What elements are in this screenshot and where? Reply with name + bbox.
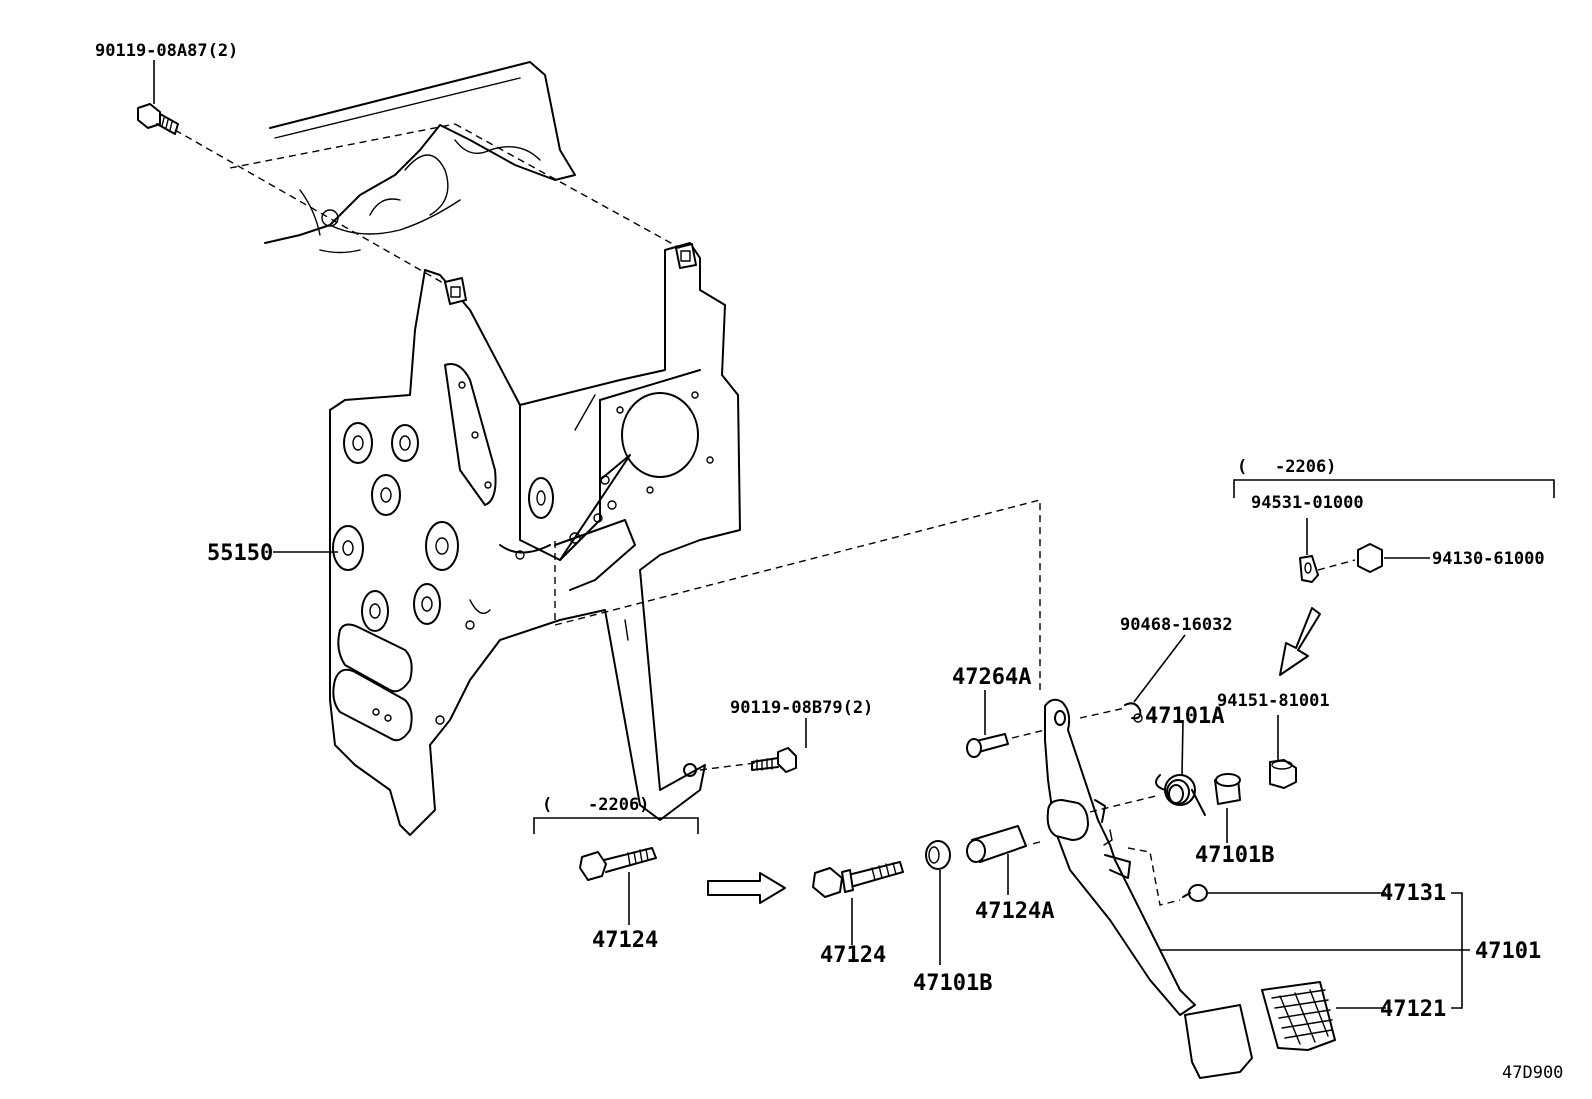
nut-94151-81001: [1269, 759, 1297, 789]
label-bolt-mid: 90119-08B79(2): [730, 698, 873, 718]
label-47101B-mid: 47101B: [913, 971, 992, 996]
nut-94130-61000: [1357, 543, 1383, 573]
label-47101B-right: 47101B: [1195, 843, 1274, 868]
label-94130: 94130-61000: [1432, 549, 1545, 569]
bracket-right-range: [1233, 479, 1555, 498]
label-47101A: 47101A: [1145, 704, 1224, 729]
change-arrow-down: [1279, 607, 1321, 676]
label-range-right: -2206): [1275, 457, 1336, 477]
assembly-lines-upper: [174, 123, 1041, 771]
bushing-47101B-mid: [925, 840, 951, 870]
label-55150: 55150: [207, 541, 273, 566]
bolt-90119-08A87: [137, 103, 179, 135]
bracket-55150: [329, 242, 741, 836]
collar-47124A: [966, 825, 1027, 863]
label-range-left: -2206): [588, 795, 649, 815]
leader-lines: [153, 60, 1470, 1009]
label-47131: 47131: [1380, 881, 1446, 906]
label-range-right-open: (: [1237, 457, 1247, 477]
bushing-47101B-right: [1214, 773, 1241, 805]
pin-47264A: [966, 733, 1009, 758]
washer-94531-01000: [1299, 555, 1319, 583]
plate-holes: [332, 422, 459, 742]
bracket-left-range: [533, 817, 699, 834]
change-arrow-right: [707, 872, 786, 904]
bolt-47124-mid: [812, 861, 904, 898]
label-47124-left: 47124: [592, 928, 658, 953]
label-94531: 94531-01000: [1251, 493, 1364, 513]
stopper-47131: [1182, 884, 1208, 902]
pedal-lever-47101: [1044, 698, 1253, 1079]
diagram-code: 47D900: [1502, 1063, 1563, 1083]
clip-90468-16032: [1124, 702, 1143, 723]
label-47101: 47101: [1475, 939, 1541, 964]
bolt-47124-left: [579, 847, 657, 881]
label-90468: 90468-16032: [1120, 615, 1233, 635]
bolt-90119-08B79: [751, 747, 797, 773]
label-47124-mid: 47124: [820, 943, 886, 968]
part-labels: 90119-08A87(2) 55150 90119-08B79(2) 4726…: [95, 41, 1563, 1083]
spring-47101A: [1155, 774, 1206, 816]
pedal-pad-47121: [1261, 981, 1336, 1051]
dash-washer-nut: [1317, 559, 1356, 571]
label-bolt-top: 90119-08A87(2): [95, 41, 238, 61]
label-47124A: 47124A: [975, 899, 1054, 924]
label-94151: 94151-81001: [1217, 691, 1330, 711]
label-47264A: 47264A: [952, 665, 1031, 690]
dash-panel: [264, 61, 576, 254]
label-range-left-open: (: [542, 795, 552, 815]
label-47121: 47121: [1380, 997, 1446, 1022]
assembly-lines-lower: [1011, 707, 1181, 906]
